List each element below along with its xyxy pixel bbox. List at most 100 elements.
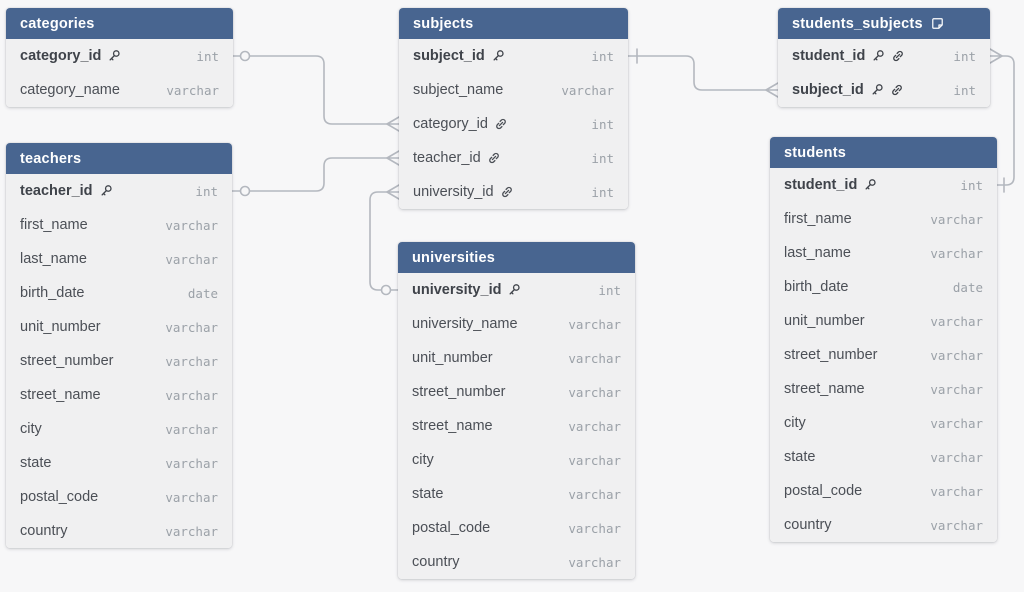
column-type: varchar (568, 452, 621, 468)
column-row-postal_code[interactable]: postal_code varchar (398, 511, 635, 545)
table-header[interactable]: students (770, 137, 997, 168)
primary-key-icon (99, 184, 113, 198)
column-row-university_id[interactable]: university_id int (399, 175, 628, 209)
many-end-crowfoot-marker (989, 48, 1003, 64)
column-name: street_number (784, 347, 878, 363)
column-name: university_id (412, 282, 502, 298)
column-row-student_id[interactable]: student_id int (778, 39, 990, 73)
column-name: street_number (20, 353, 114, 369)
table-header[interactable]: subjects (399, 8, 628, 39)
column-type: varchar (568, 520, 621, 536)
relationship-subjects.subject_id-students_subjects.subject_id[interactable] (627, 48, 779, 98)
column-type: date (952, 279, 983, 295)
column-name: university_name (412, 316, 518, 332)
table-header[interactable]: categories (6, 8, 233, 39)
table-title: categories (20, 15, 95, 32)
relationship-categories.category_id-subjects.category_id[interactable] (232, 50, 400, 132)
column-name: street_name (412, 418, 493, 434)
note-icon (931, 17, 944, 30)
column-name: unit_number (20, 319, 101, 335)
column-name: country (412, 554, 460, 570)
column-type: int (953, 48, 976, 64)
foreign-key-link-icon (494, 117, 508, 131)
column-row-teacher_id[interactable]: teacher_id int (399, 141, 628, 175)
table-header[interactable]: teachers (6, 143, 232, 174)
column-row-category_id[interactable]: category_id int (399, 107, 628, 141)
many-end-crowfoot-marker (386, 184, 400, 200)
column-name: subject_id (792, 82, 864, 98)
foreign-key-link-icon (487, 151, 501, 165)
column-row-student_id[interactable]: student_id int (770, 168, 997, 202)
column-row-unit_number[interactable]: unit_number varchar (770, 304, 997, 338)
column-type: varchar (930, 347, 983, 363)
column-name: postal_code (412, 520, 491, 536)
column-name: unit_number (784, 313, 865, 329)
column-type: varchar (930, 415, 983, 431)
column-type: int (196, 48, 219, 64)
column-row-street_number[interactable]: street_number varchar (770, 338, 997, 372)
column-type: int (591, 184, 614, 200)
column-row-category_id[interactable]: category_id int (6, 39, 233, 73)
column-type: varchar (930, 483, 983, 499)
column-type: int (953, 82, 976, 98)
one-end-circle-marker (239, 185, 251, 197)
column-type: varchar (930, 313, 983, 329)
primary-key-icon (107, 49, 121, 63)
column-name: city (20, 421, 42, 437)
column-row-university_id[interactable]: university_id int (398, 273, 635, 307)
table-title: teachers (20, 150, 82, 167)
column-row-subject_id[interactable]: subject_id int (778, 73, 990, 107)
column-row-subject_id[interactable]: subject_id int (399, 39, 628, 73)
relationship-universities.university_id-subjects.university_id[interactable] (369, 184, 400, 296)
column-type: varchar (568, 384, 621, 400)
column-type: date (187, 285, 218, 301)
column-name: category_name (20, 82, 120, 98)
column-name: student_id (792, 48, 866, 64)
column-type: varchar (568, 350, 621, 366)
column-type: varchar (561, 82, 614, 98)
column-type: varchar (165, 353, 218, 369)
relationship-students.student_id-students_subjects.student_id[interactable] (989, 48, 1015, 193)
column-name: state (20, 455, 52, 471)
column-name: country (784, 517, 832, 533)
relationship-teachers.teacher_id-subjects.teacher_id[interactable] (231, 150, 400, 197)
column-row-teacher_id[interactable]: teacher_id int (6, 174, 232, 208)
column-row-street_number[interactable]: street_number varchar (6, 344, 232, 378)
table-header[interactable]: students_subjects (778, 8, 990, 39)
table-header[interactable]: universities (398, 242, 635, 273)
one-end-circle-marker (239, 50, 251, 62)
